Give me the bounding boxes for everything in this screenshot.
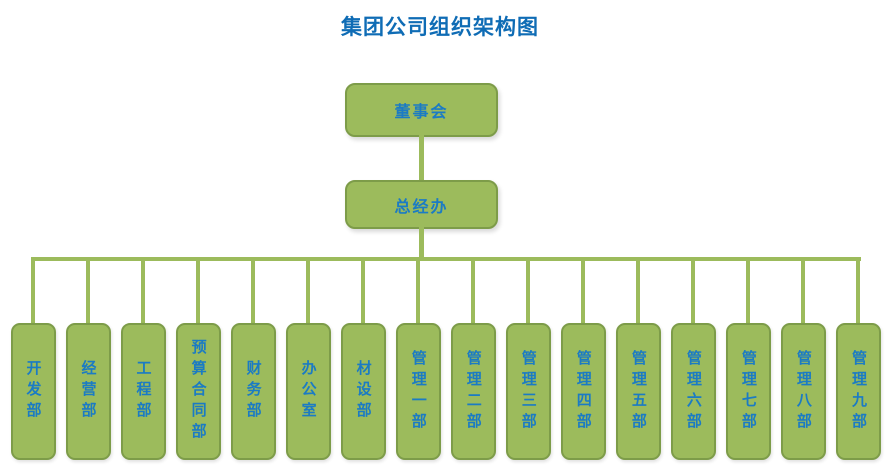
dept-node[interactable]: 管理八部	[780, 323, 826, 460]
dept-node-label: 开发部	[24, 360, 43, 423]
dept-connector-stub	[581, 259, 586, 325]
dept-node[interactable]: 管理九部	[835, 323, 881, 460]
dept-node[interactable]: 开发部	[10, 323, 56, 460]
dept-node[interactable]: 管理五部	[615, 323, 661, 460]
dept-node[interactable]: 材设部	[340, 323, 386, 460]
chart-title: 集团公司组织架构图	[341, 15, 539, 39]
connector-board-gm	[419, 135, 424, 181]
dept-connector-stub	[361, 259, 366, 325]
dept-node[interactable]: 经营部	[65, 323, 111, 460]
dept-connector-stub	[746, 259, 751, 325]
org-node-board-label: 董事会	[394, 102, 449, 121]
dept-node-label: 管理四部	[574, 349, 593, 434]
dept-node[interactable]: 工程部	[120, 323, 166, 460]
dept-node-label: 办公室	[299, 360, 318, 423]
dept-connector-stub	[691, 259, 696, 325]
dept-node[interactable]: 管理三部	[505, 323, 551, 460]
dept-node-label: 管理八部	[794, 349, 813, 434]
dept-node[interactable]: 管理四部	[560, 323, 606, 460]
dept-node[interactable]: 管理二部	[450, 323, 496, 460]
dept-connector-stub	[306, 259, 311, 325]
dept-connector-stub	[856, 259, 861, 325]
dept-node[interactable]: 预算合同部	[175, 323, 221, 460]
dept-connector-stub	[31, 259, 35, 325]
dept-connector-stub	[251, 259, 256, 325]
dept-connector-stub	[416, 259, 421, 325]
dept-node-label: 管理三部	[519, 349, 538, 434]
dept-node[interactable]: 管理七部	[725, 323, 771, 460]
org-node-general-office-label: 总经办	[394, 196, 449, 216]
org-node-board[interactable]: 董事会	[345, 83, 498, 137]
dept-node-label: 管理七部	[739, 349, 758, 434]
dept-node-label: 经营部	[79, 360, 98, 423]
dept-node-label: 管理五部	[629, 349, 648, 434]
dept-connector-stub	[636, 259, 641, 325]
dept-connector-stub	[526, 259, 531, 325]
dept-connector-stub	[86, 259, 91, 325]
connector-trunk	[419, 227, 424, 259]
dept-connector-stub	[196, 259, 201, 325]
dept-node-label: 管理一部	[409, 349, 428, 434]
dept-node[interactable]: 管理一部	[395, 323, 441, 460]
dept-node-label: 管理九部	[849, 349, 868, 434]
dept-node[interactable]: 管理六部	[670, 323, 716, 460]
dept-node-label: 材设部	[354, 360, 373, 423]
org-node-general-office[interactable]: 总经办	[345, 180, 498, 229]
dept-connector-stub	[141, 259, 146, 325]
dept-connector-stub	[471, 259, 476, 325]
dept-node-label: 管理二部	[464, 349, 483, 434]
dept-node-label: 工程部	[134, 360, 153, 423]
dept-node-label: 财务部	[244, 360, 263, 423]
dept-node-label: 预算合同部	[189, 339, 208, 444]
dept-node[interactable]: 办公室	[285, 323, 331, 460]
connector-rail	[31, 257, 861, 261]
dept-node-label: 管理六部	[684, 349, 703, 434]
dept-node[interactable]: 财务部	[230, 323, 276, 460]
dept-connector-stub	[801, 259, 806, 325]
